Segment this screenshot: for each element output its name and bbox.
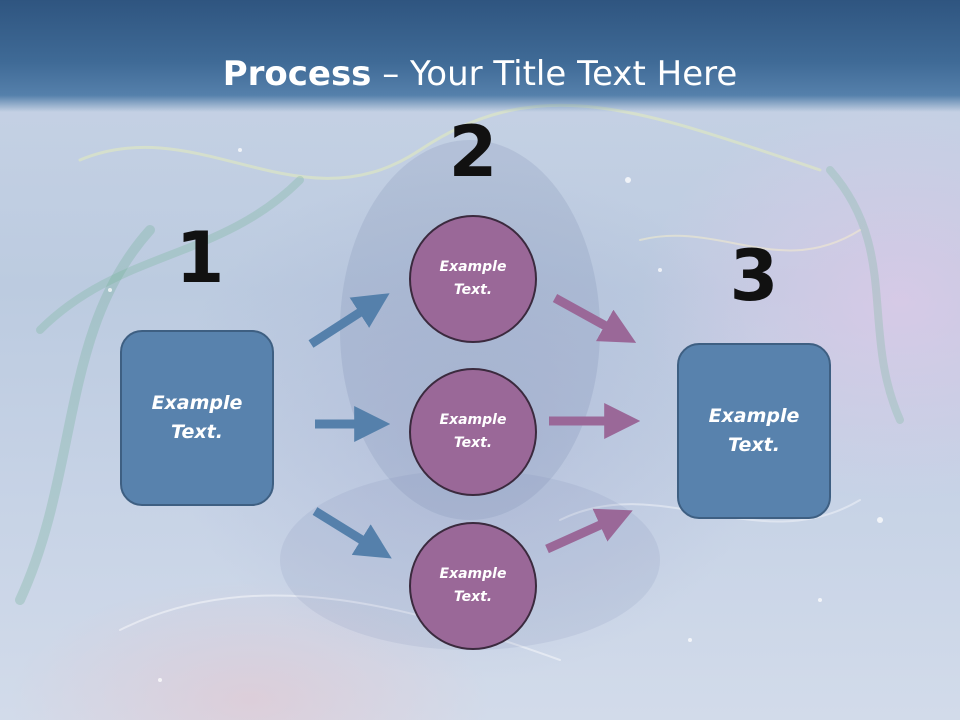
arrow-to-circle-1 (308, 293, 390, 348)
right-box: Example Text. (677, 343, 831, 519)
title-rest: – Your Title Text Here (371, 54, 738, 94)
left-box-label: Example Text. (151, 392, 243, 443)
left-box: Example Text. (120, 330, 274, 506)
arrow-to-circle-3 (312, 507, 392, 559)
circle-2: Example Text. (409, 368, 537, 496)
circle-2-label: Example Text. (439, 412, 507, 451)
circle-1-label: Example Text. (439, 259, 507, 298)
slide-title: Process – Your Title Text Here (0, 52, 960, 96)
circle-3: Example Text. (409, 522, 537, 650)
circle-3-label: Example Text. (439, 566, 507, 605)
title-bar (0, 0, 960, 112)
step-number-3: 3 (729, 235, 779, 317)
arrow-from-circle-3 (545, 508, 633, 554)
step-number-2: 2 (448, 111, 498, 193)
circle-1: Example Text. (409, 215, 537, 343)
arrow-from-circle-1 (552, 294, 637, 343)
right-box-label: Example Text. (708, 405, 800, 456)
step-number-1: 1 (175, 217, 225, 299)
title-bold: Process (222, 54, 372, 94)
